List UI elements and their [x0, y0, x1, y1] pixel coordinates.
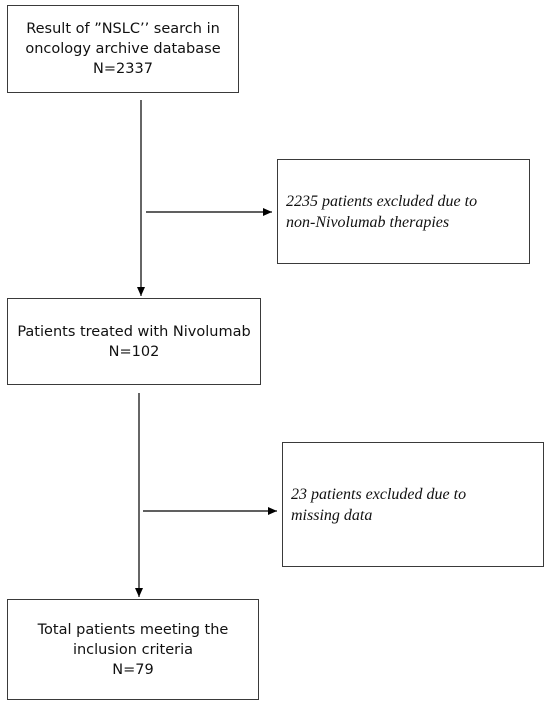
- exclusion-2-line-2: missing data: [291, 506, 373, 524]
- exclusion-1-line-1: 2235 patients excluded due to: [286, 192, 478, 210]
- final-line-2: inclusion criteria: [72, 641, 194, 658]
- search-result-line-1: Result of ”NSLC’’ search in: [26, 21, 220, 37]
- exclusion-1-line-2: non-Nivolumab therapies: [286, 213, 450, 231]
- exclusion-box-missing-data: 23 patients excluded due to missing data: [282, 442, 544, 567]
- final-cohort-box: Total patients meeting the inclusion cri…: [7, 599, 259, 700]
- search-result-count: N=2337: [93, 61, 153, 77]
- treated-line-1: Patients treated with Nivolumab: [17, 323, 251, 340]
- search-result-box: Result of ”NSLC’’ search in oncology arc…: [7, 5, 239, 93]
- search-result-line-2: oncology archive database: [25, 41, 221, 57]
- final-count: N=79: [112, 661, 154, 678]
- final-line-1: Total patients meeting the: [37, 621, 229, 638]
- exclusion-2-line-1: 23 patients excluded due to: [291, 485, 467, 503]
- treated-count: N=102: [108, 343, 160, 360]
- exclusion-box-therapies: 2235 patients excluded due to non-Nivolu…: [277, 159, 530, 264]
- treated-patients-box: Patients treated with Nivolumab N=102: [7, 298, 261, 385]
